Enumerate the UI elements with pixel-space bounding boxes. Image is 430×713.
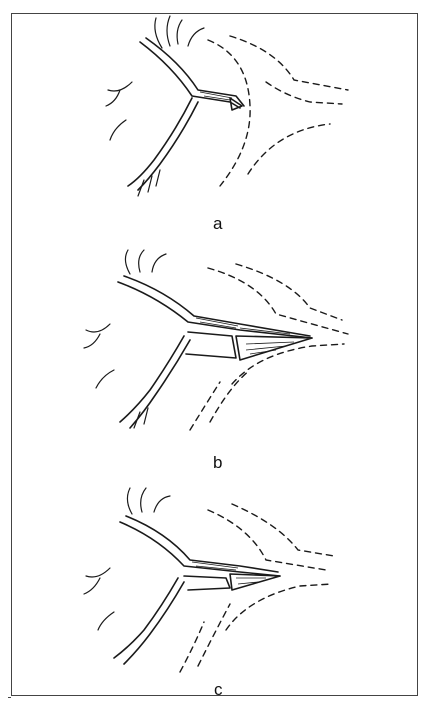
eyelid-drawing-b — [80, 244, 370, 444]
panel-a-caption: a — [213, 214, 222, 234]
eyelid-drawing-a — [80, 10, 370, 210]
eyelid-drawing-c — [80, 480, 370, 680]
panel-c-illustration — [80, 480, 370, 680]
panel-b-illustration — [80, 244, 370, 444]
frame-tick-mark — [8, 697, 11, 698]
panel-c-caption: c — [214, 680, 223, 700]
panel-a-illustration — [80, 10, 370, 210]
panel-b-caption: b — [213, 453, 222, 473]
